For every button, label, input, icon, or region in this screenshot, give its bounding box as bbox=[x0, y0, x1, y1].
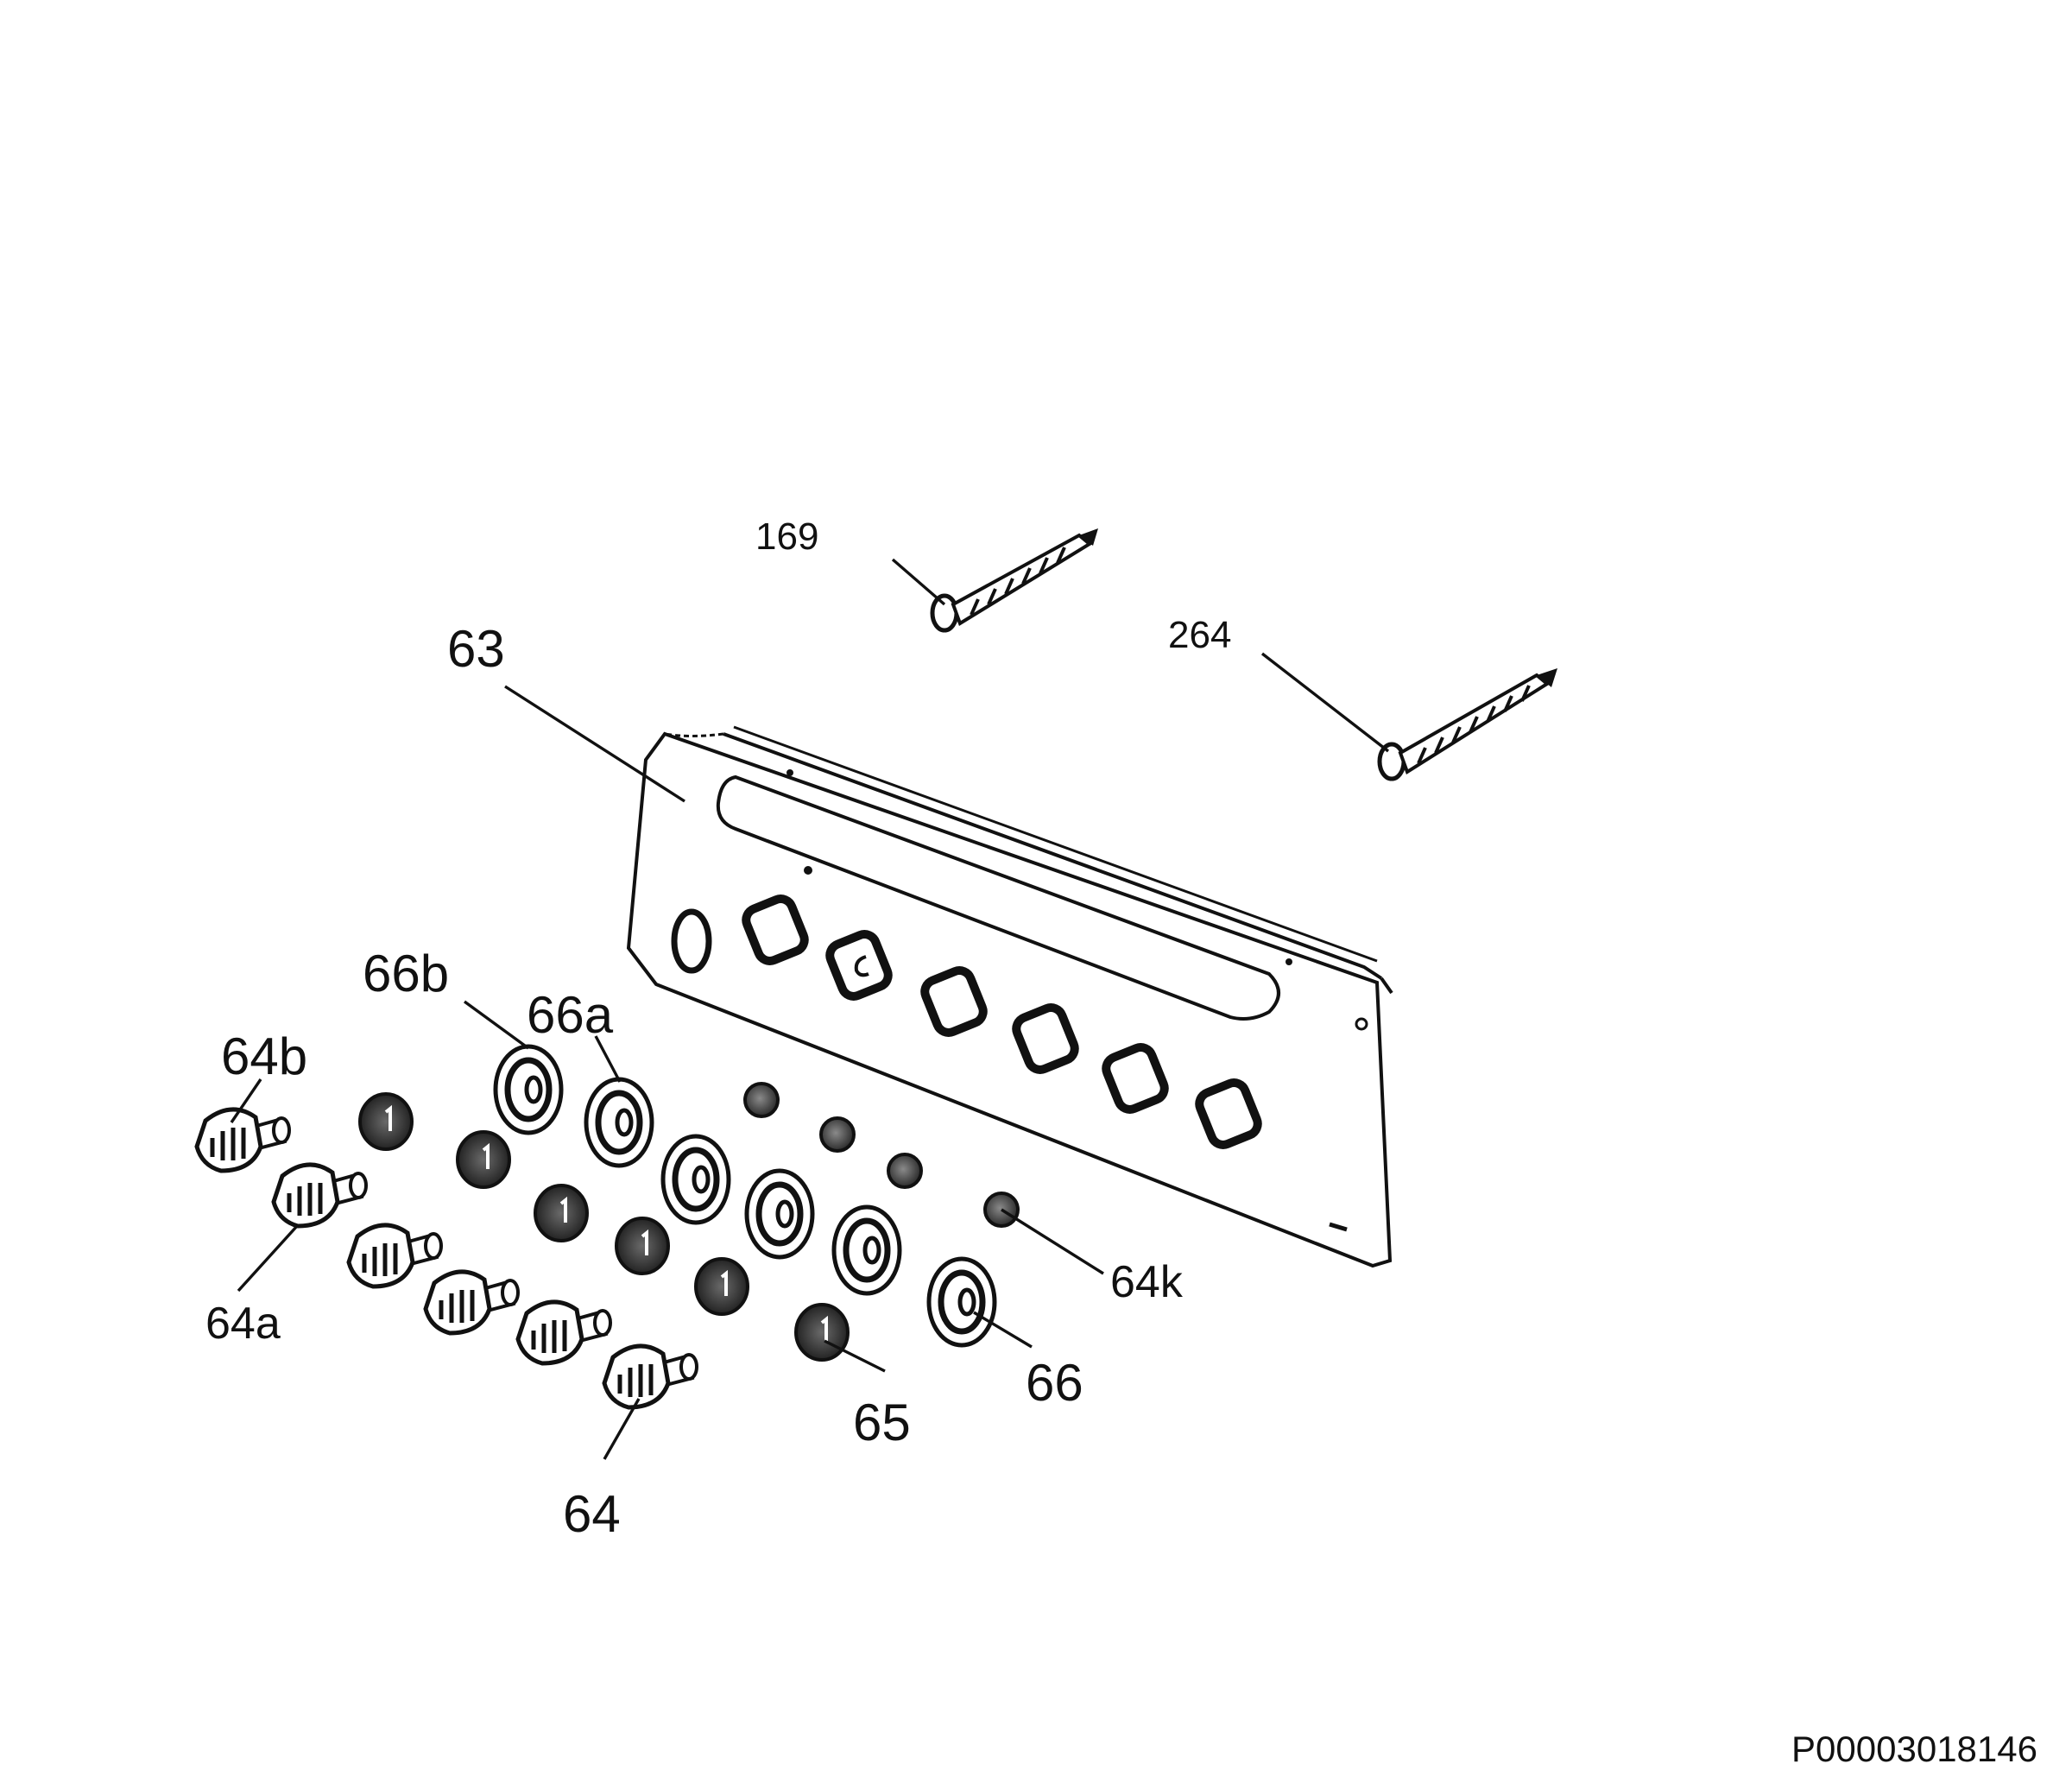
knob-cap bbox=[694, 1257, 749, 1316]
control-knob bbox=[346, 1223, 443, 1289]
spindle-nut bbox=[743, 1082, 780, 1118]
control-panel bbox=[626, 725, 1393, 1268]
leader-66a bbox=[594, 1035, 622, 1083]
spindle-nut bbox=[819, 1116, 856, 1153]
leader-66b bbox=[463, 1000, 530, 1050]
callout-66: 66 bbox=[1026, 1354, 1083, 1412]
bezel-rings bbox=[493, 1044, 997, 1348]
control-knobs bbox=[194, 1107, 698, 1410]
leader-64 bbox=[603, 1398, 641, 1460]
bezel-ring bbox=[660, 1134, 731, 1225]
leader-64b bbox=[230, 1078, 262, 1123]
knob-cap bbox=[794, 1303, 850, 1362]
callout-66b: 66b bbox=[363, 945, 449, 1002]
leader-63 bbox=[504, 685, 685, 803]
bezel-ring bbox=[926, 1256, 997, 1348]
control-knob bbox=[515, 1299, 612, 1366]
callout-65: 65 bbox=[853, 1394, 911, 1451]
knob-cap bbox=[358, 1092, 414, 1151]
callout-64: 64 bbox=[563, 1485, 621, 1543]
callout-labels: 169 264 63 66b 66a 64b 64a 64k 66 65 64 bbox=[205, 515, 1231, 1543]
callout-169: 169 bbox=[755, 515, 818, 558]
knob-cap bbox=[456, 1130, 511, 1189]
screw-169 bbox=[930, 528, 1098, 633]
control-knob bbox=[271, 1162, 368, 1229]
bezel-ring bbox=[831, 1204, 902, 1296]
bezel-ring bbox=[744, 1168, 815, 1260]
leader-64a bbox=[237, 1224, 299, 1293]
leader-lines bbox=[230, 558, 1390, 1460]
control-knob bbox=[423, 1269, 520, 1336]
callout-64k: 64k bbox=[1110, 1257, 1184, 1307]
knob-cap bbox=[534, 1184, 589, 1242]
leader-169 bbox=[891, 558, 946, 606]
knob-caps bbox=[358, 1092, 850, 1362]
leader-66 bbox=[973, 1311, 1033, 1349]
spindle-nut bbox=[887, 1153, 923, 1189]
callout-264: 264 bbox=[1168, 614, 1231, 656]
leader-64k bbox=[1001, 1208, 1104, 1275]
bezel-ring bbox=[584, 1077, 654, 1168]
control-knob bbox=[602, 1343, 698, 1410]
leader-65 bbox=[824, 1339, 886, 1373]
callout-63: 63 bbox=[447, 620, 505, 678]
callout-64a: 64a bbox=[205, 1299, 281, 1349]
callout-66a: 66a bbox=[527, 986, 614, 1044]
callout-64b: 64b bbox=[221, 1027, 307, 1085]
document-id: P00003018146 bbox=[1791, 1729, 2037, 1769]
spindle-nuts bbox=[743, 1082, 1020, 1228]
bezel-ring bbox=[493, 1044, 564, 1135]
leader-264 bbox=[1260, 652, 1390, 753]
knob-cap bbox=[615, 1217, 670, 1275]
control-knob bbox=[194, 1107, 291, 1173]
screw-264 bbox=[1377, 668, 1557, 781]
